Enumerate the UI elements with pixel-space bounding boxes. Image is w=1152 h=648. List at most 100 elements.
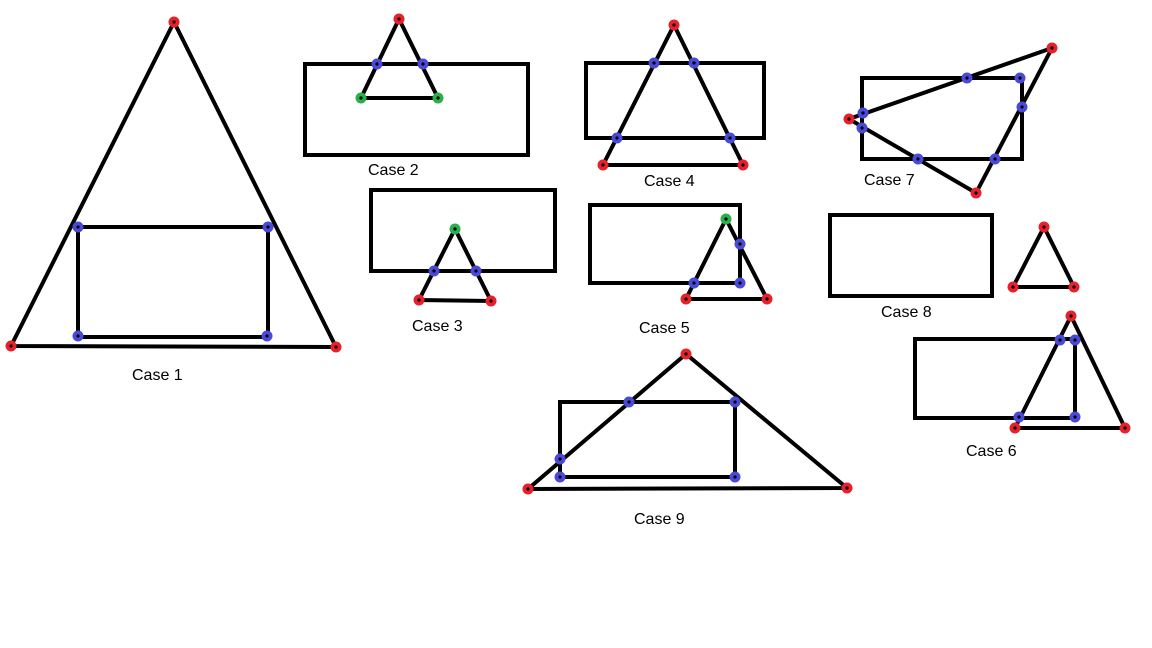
case-2-vertex-dot-1-center [397,17,401,21]
case-1-vertex-dot-2 [5,340,17,352]
case-9-vertex-dot-3-center [845,486,849,490]
case-7-intersection-dot-7-center [993,157,997,161]
case-5: Case 5 [588,203,773,337]
case-4-intersection-dot-2-center [692,61,696,65]
case-6-intersection-dot-4 [1069,411,1081,423]
case-6-intersection-dot-3 [1013,411,1025,423]
case-1-intersection-dot-4 [261,330,273,342]
case-5-label: Case 5 [639,320,690,337]
case-5-intersection-dot-2 [688,277,700,289]
case-7-vertex-dot-2 [843,113,855,125]
case-5-inside-vertex-dot-1-center [724,217,728,221]
case-7-intersection-dot-2 [1014,72,1026,84]
case-7-intersection-dot-6-center [916,157,920,161]
case-6-vertex-dot-2 [1009,422,1021,434]
case-4-intersection-dot-3-center [615,136,619,140]
case-6-intersection-dot-2-center [1073,338,1077,342]
case-1-intersection-dot-2 [262,221,274,233]
case-2-triangle [357,14,442,100]
case-7-intersection-dot-3-center [1020,105,1024,109]
case-7-intersection-dot-4 [857,107,869,119]
case-5-intersection-dot-3 [734,277,746,289]
case-2-vertex-dot-1 [393,13,405,25]
case-4-vertex-dot-1-center [672,23,676,27]
case-2-intersection-dot-1-center [375,62,379,66]
case-4-label: Case 4 [644,173,695,190]
case-9-intersection-dot-1-center [627,400,631,404]
case-6-triangle [1011,311,1129,430]
case-6-intersection-dot-2 [1069,334,1081,346]
case-4-intersection-dot-2 [688,57,700,69]
case-5-vertex-dot-2 [761,293,773,305]
case-3-triangle [415,224,495,304]
case-9-vertex-dot-3 [841,482,853,494]
case-3-inside-vertex-dot-1-center [453,227,457,231]
case-9-vertex-dot-2 [522,483,534,495]
case-6-intersection-dot-4-center [1073,415,1077,419]
case-7-intersection-dot-1 [961,72,973,84]
case-8-vertex-dot-3 [1068,281,1080,293]
case-3-rectangle [369,188,557,273]
case-9-intersection-dot-5-center [733,475,737,479]
case-3-vertex-dot-2-center [489,299,493,303]
case-8-vertex-dot-1-center [1042,225,1046,229]
case-5-intersection-dot-3-center [738,281,742,285]
case-8-vertex-dot-2-center [1011,285,1015,289]
case-8-vertex-dot-2 [1007,281,1019,293]
case-5-vertex-dot-1-center [684,297,688,301]
case-4-intersection-dot-1-center [652,61,656,65]
case-7-intersection-dot-1-center [965,76,969,80]
case-5-intersection-dot-1-center [738,242,742,246]
case-7: Case 7 [843,42,1058,199]
case-3-intersection-dot-1 [428,265,440,277]
case-9-intersection-dot-2-center [733,400,737,404]
case-2-inside-vertex-dot-1-center [359,96,363,100]
case-1-vertex-dot-1-center [172,20,176,24]
case-1-intersection-dot-1-center [76,225,80,229]
case-9-label: Case 9 [634,511,685,528]
case-9-intersection-dot-1 [623,396,635,408]
case-2: Case 2 [303,13,530,179]
case-4-intersection-dot-4-center [728,136,732,140]
case-4-vertex-dot-3 [737,159,749,171]
case-9-intersection-dot-3-center [558,457,562,461]
case-2-inside-vertex-dot-2 [432,92,444,104]
case-5-intersection-dot-2-center [692,281,696,285]
case-9-triangle [522,351,853,492]
case-4-vertex-dot-2-center [601,163,605,167]
case-2-label: Case 2 [368,162,419,179]
case-7-vertex-dot-1-center [1050,46,1054,50]
case-9-vertex-dot-1-center [684,352,688,356]
case-9-rectangle [558,400,737,479]
case-8-triangle [1009,222,1078,289]
case-4-rectangle [584,61,766,140]
case-4: Case 4 [584,19,766,190]
case-6-label: Case 6 [966,443,1017,460]
case-1-vertex-dot-1 [168,16,180,28]
case-7-label: Case 7 [864,172,915,189]
case-9: Case 9 [522,348,853,528]
case-8-vertex-dot-1 [1038,221,1050,233]
case-9-intersection-dot-4-center [558,475,562,479]
case-5-vertex-dot-2-center [765,297,769,301]
case-1-rectangle [76,225,270,339]
case-1-triangle [7,17,340,350]
case-4-vertex-dot-2 [597,159,609,171]
case-7-intersection-dot-4-center [861,111,865,115]
case-6-intersection-dot-3-center [1017,415,1021,419]
case-6-vertex-dot-1-center [1069,314,1073,318]
case-2-rectangle [303,62,530,157]
case-3-vertex-dot-1 [413,294,425,306]
case-8-rectangle [828,213,994,298]
case-7-intersection-dot-5-center [860,126,864,130]
case-3-vertex-dot-1-center [417,298,421,302]
case-3-intersection-dot-1-center [432,269,436,273]
case-6-rectangle [913,337,1077,420]
case-5-intersection-dot-1 [734,238,746,250]
case-3-intersection-dot-2-center [474,269,478,273]
case-9-intersection-dot-3 [554,453,566,465]
case-6-vertex-dot-2-center [1013,426,1017,430]
case-1-intersection-dot-4-center [265,334,269,338]
case-9-vertex-dot-2-center [526,487,530,491]
